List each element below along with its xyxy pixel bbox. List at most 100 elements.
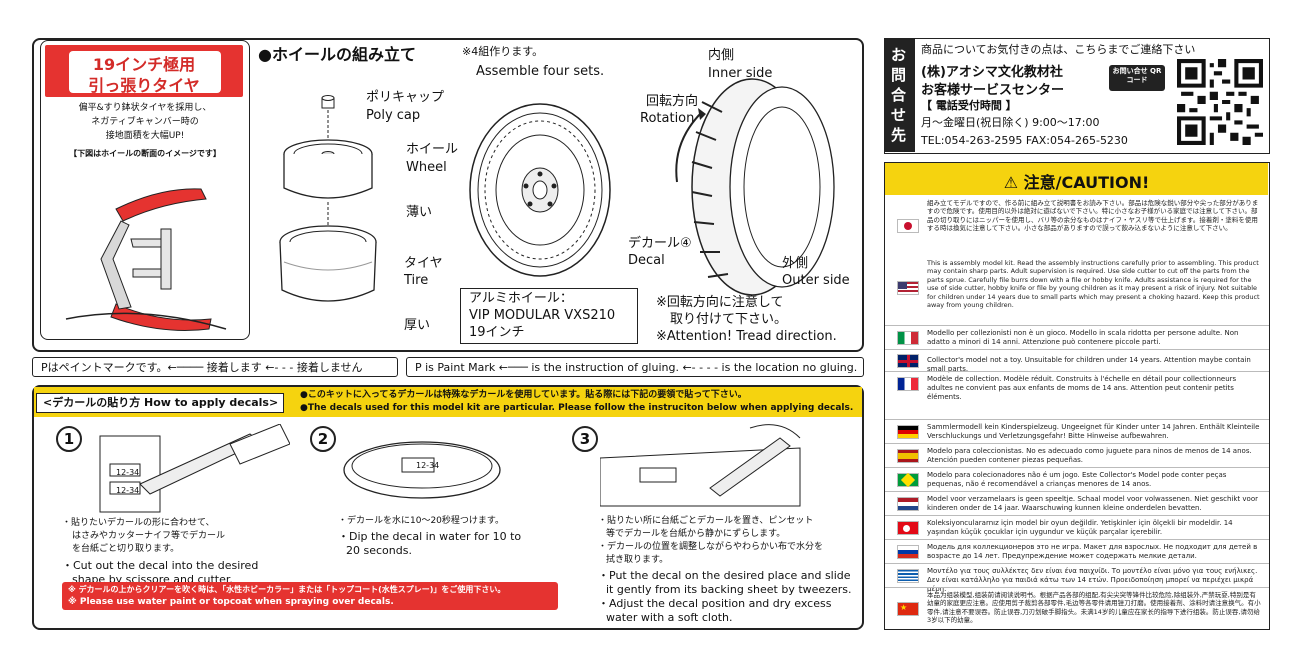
step-3-jp-4: 拭き取ります。 [606, 555, 669, 565]
decal-title-box: <デカールの貼り方 How to apply decals> [36, 393, 284, 413]
decal-warning-jp: ※ デカールの上からクリアーを吹く時は、「水性ホビーカラー」または「トップコート… [68, 585, 506, 594]
legend-text-en: P is Paint Mark ←─── is the instruction … [415, 361, 858, 374]
wheel-spec-box: アルミホイール： VIP MODULAR VXS210 19インチ [460, 288, 638, 344]
caution-row-fr: Modèle de collection. Modèle réduit. Con… [885, 371, 1269, 401]
step-1-en-1: ・Cut out the decal into the desired [62, 559, 259, 572]
contact-hours: 月～金曜日(祝日除く) 9:00～17:00 [921, 116, 1100, 129]
polycap-label-en: Poly cap [366, 108, 421, 123]
thick-label-jp: 厚い [404, 318, 431, 333]
caution-row-es: Modelo para coleccionistas. No es adecua… [885, 443, 1269, 467]
tire-label-en: Tire [404, 273, 429, 288]
step-3-illustration [600, 424, 801, 507]
flag-germany-icon [897, 425, 919, 439]
direction-note-jp1: ※回転方向に注意して [656, 295, 784, 310]
tire-label-jp: タイヤ [404, 256, 443, 271]
step-2-jp-1: ・デカールを水に10～20秒程つけます。 [338, 516, 505, 526]
caution-row-cn: ★ 本品为组装模型,组装前请阅读说明书。根据产品各部的组配,有尖尖突等锋件比较危… [885, 587, 1269, 629]
caution-row-it: Modello per collezionisti non è un gioco… [885, 325, 1269, 349]
qr-label-box: お問い合せ QRコード [1109, 65, 1165, 91]
flag-russia-icon [897, 545, 919, 559]
caution-row-de: Sammlermodell kein Kinderspielzeug. Unge… [885, 419, 1269, 443]
flag-italy-icon [897, 331, 919, 345]
step-3-en-2: it gently from its backing sheet by twee… [606, 583, 852, 596]
flag-greece-icon [897, 569, 919, 583]
flag-turkey-icon [897, 521, 919, 535]
direction-note-en: ※Attention! Tread direction. [656, 329, 837, 344]
legend-bar-jp: Pはペイントマークです。←──── 接着します ←- - - 接着しません [32, 357, 398, 377]
inner-label-jp: 内側 [708, 48, 735, 63]
step-1-decal-label-a: 12-34 [116, 468, 140, 477]
contact-side-tab: お問合せ先 [885, 39, 915, 152]
caution-header: ⚠ 注意/CAUTION! [885, 163, 1268, 195]
caution-row-jp: 組み立てモデルですので、作る前に組み立て説明書をお読み下さい。部品は危険な鋭い部… [885, 197, 1269, 255]
wheel-label-en: Wheel [406, 160, 447, 175]
decal-warning-bar: ※ デカールの上からクリアーを吹く時は、「水性ホビーカラー」または「トップコート… [62, 582, 558, 610]
tire-header-line1: 19インチ極用 [92, 55, 196, 74]
step-3-number: 3 [572, 426, 598, 452]
caution-box: ⚠ 注意/CAUTION! 組み立てモデルですので、作る前に組み立て説明書をお読… [884, 162, 1270, 630]
tire-feature-header: 19インチ極用 引っ張りタイヤ [45, 45, 243, 97]
decal-title: <デカールの貼り方 How to apply decals> [43, 396, 279, 409]
caution-text-uk: Collector's model not a toy. Unsuitable … [927, 356, 1251, 374]
caution-row-br: Modelo para colecionadores não é um jogo… [885, 467, 1269, 491]
step-1-jp-3: を台紙ごと切り取ります。 [72, 544, 180, 554]
step-3-jp-1: ・貼りたい所に台紙ごとデカールを置き、ピンセット [598, 516, 814, 526]
flag-japan-icon [897, 219, 919, 233]
caution-text-de: Sammlermodell kein Kinderspielzeug. Unge… [927, 423, 1260, 441]
step-2-en-1: ・Dip the decal in water for 10 to [338, 530, 522, 543]
step-1-jp-2: はさみやカッターナイフ等でデカール [72, 531, 226, 541]
spec-name: VIP MODULAR VXS210 [469, 308, 616, 323]
wheel-exploded-illustration [279, 95, 377, 302]
qr-code-icon[interactable] [1177, 59, 1263, 145]
tire-feature-box: 19インチ極用 引っ張りタイヤ 偏平&すり鉢状タイヤを採用し、 ネガティブキャン… [40, 40, 250, 340]
qr-label: お問い合せ QRコード [1112, 67, 1162, 84]
rotation-label-jp: 回転方向 [646, 94, 699, 109]
decal-warning-en: ※ Please use water paint or topcoat when… [68, 597, 394, 607]
spec-label: アルミホイール： [469, 291, 573, 306]
outer-label-jp: 外側 [782, 256, 809, 271]
contact-box: お問合せ先 商品についてお気付きの点は、こちらまでご連絡下さい (株)アオシマ文… [884, 38, 1270, 154]
flag-spain-icon [897, 449, 919, 463]
caution-row-uk: Collector's model not a toy. Unsuitable … [885, 349, 1269, 374]
spec-size: 19インチ [469, 325, 525, 340]
step-1-number: 1 [56, 426, 82, 452]
contact-center: お客様サービスセンター [921, 83, 1065, 98]
contact-tel: TEL:054-263-2595 FAX:054-265-5230 [921, 134, 1128, 147]
thin-label-jp: 薄い [406, 205, 433, 220]
legend-bar-en: P is Paint Mark ←─── is the instruction … [406, 357, 864, 377]
flag-usa-icon [897, 281, 919, 295]
caution-title: ⚠ 注意/CAUTION! [1003, 173, 1150, 192]
caution-text-gr: Μοντέλο για τους συλλέκτες δεν είναι ένα… [927, 567, 1258, 594]
caution-text-tr: Koleksiyonculararnız için model bir oyun… [927, 519, 1233, 537]
assembly-title: ●ホイールの組み立て [258, 45, 416, 64]
caution-text-fr: Modèle de collection. Modèle réduit. Con… [927, 375, 1237, 402]
contact-intro: 商品についてお気付きの点は、こちらまでご連絡下さい [921, 43, 1196, 56]
caution-text-it: Modello per collezionisti non è un gioco… [927, 329, 1239, 347]
assembly-sets-jp: ※4組作ります。 [462, 45, 544, 58]
caution-text-nl: Model voor verzamelaars is geen speeltje… [927, 495, 1258, 513]
decal-label-en: Decal [628, 253, 665, 268]
flag-netherlands-icon [897, 497, 919, 511]
caution-text-jp: 組み立てモデルですので、作る前に組み立て説明書をお読み下さい。部品は危険な鋭い部… [927, 199, 1259, 233]
step-2-decal-label: 12-34 [416, 461, 440, 470]
step-1-illustration [99, 424, 290, 513]
step-2-en-2: 20 seconds. [346, 544, 412, 557]
wheel-front-illustration [469, 103, 611, 277]
tire-tread-illustration [675, 78, 835, 296]
inner-label-en: Inner side [708, 66, 773, 81]
legend-text-jp: Pはペイントマークです。←──── 接着します ←- - - 接着しません [41, 361, 363, 374]
contact-company: (株)アオシマ文化教材社 [921, 65, 1063, 80]
contact-hours-label: 【 電話受付時間 】 [921, 99, 1017, 112]
wheel-label-jp: ホイール [406, 142, 459, 157]
step-3-jp-3: ・デカールの位置を調整しながらやわらかい布で水分を [598, 542, 824, 552]
flag-france-icon [897, 377, 919, 391]
caution-text-es: Modelo para coleccionistas. No es adecua… [927, 447, 1252, 465]
caution-text-ru: Модель для коллекционеров это не игра. М… [927, 543, 1258, 561]
decal-note-en: ●The decals used for this model kit are … [300, 403, 854, 413]
flag-china-icon: ★ [897, 602, 919, 616]
assembly-sets-en: Assemble four sets. [476, 64, 605, 79]
step-2-number: 2 [310, 426, 336, 452]
step-2-illustration [343, 441, 501, 499]
direction-note-jp2: 取り付けて下さい。 [670, 312, 788, 327]
contact-side-label: お問合せ先 [891, 46, 907, 144]
